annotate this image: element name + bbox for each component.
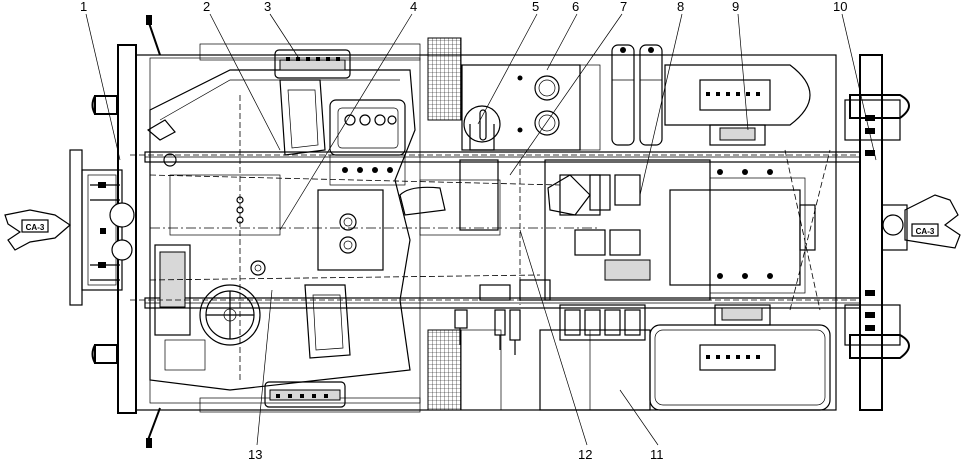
right-coupler-plate-text: CA-3 xyxy=(916,227,935,236)
callout-13: 13 xyxy=(248,447,262,462)
callout-3: 3 xyxy=(264,0,271,14)
left-buffers xyxy=(91,95,118,364)
callout-2: 2 xyxy=(203,0,210,14)
fuel-tank xyxy=(539,304,831,411)
callout-9: 9 xyxy=(732,0,739,14)
callout-1: 1 xyxy=(80,0,87,14)
callout-labels: 1 2 3 4 5 6 7 8 9 10 11 12 13 xyxy=(80,0,847,462)
callout-12: 12 xyxy=(578,447,592,462)
air-intake-assembly xyxy=(399,105,501,236)
callout-5: 5 xyxy=(532,0,539,14)
driver-cab xyxy=(146,49,416,408)
callout-7: 7 xyxy=(620,0,627,14)
callout-6: 6 xyxy=(572,0,579,14)
generator-block xyxy=(461,64,601,151)
air-reservoirs xyxy=(611,44,663,146)
left-coupler-plate xyxy=(21,219,49,233)
callout-leaders xyxy=(85,13,877,446)
right-coupler-assembly: CA-3 xyxy=(844,54,961,411)
valve-cluster xyxy=(454,279,551,355)
right-coupler-plate xyxy=(911,223,939,237)
left-coupler-assembly: CA-3 xyxy=(4,149,135,306)
callout-4: 4 xyxy=(410,0,417,14)
callout-11: 11 xyxy=(650,447,664,462)
callout-10: 10 xyxy=(833,0,847,14)
cooling-fan-unit xyxy=(664,64,811,146)
callout-8: 8 xyxy=(677,0,684,14)
left-coupler-plate-text: CA-3 xyxy=(26,223,45,232)
radiator-grilles xyxy=(427,37,502,411)
side-handles xyxy=(146,15,161,448)
engine-block xyxy=(544,159,816,341)
